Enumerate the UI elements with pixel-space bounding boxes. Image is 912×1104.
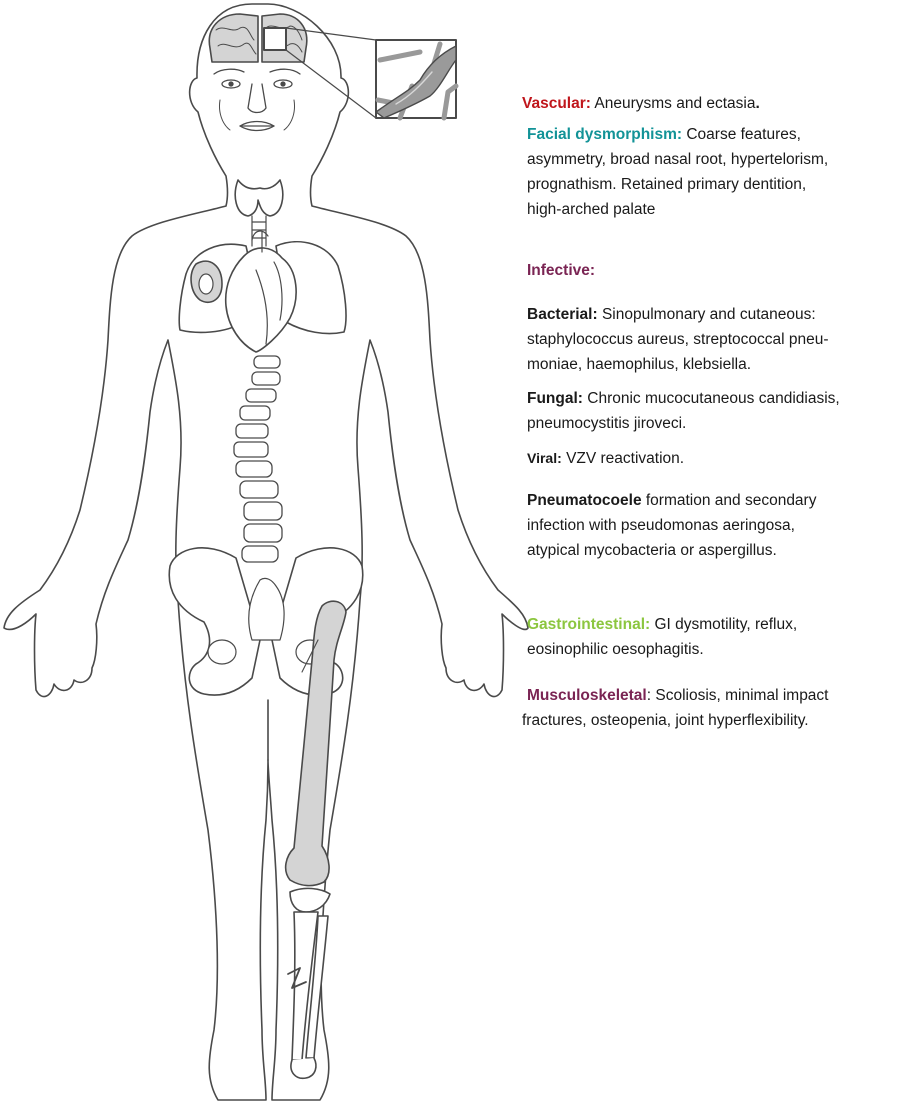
pneumatocoele-line-1: formation and secondary <box>642 492 817 509</box>
pneumatocoele-line-3: atypical mycobacteria or aspergillus. <box>527 538 816 563</box>
facial-line-3: prognathism. Retained primary dentition, <box>527 172 828 197</box>
aneurysm-inset <box>376 40 456 118</box>
facial-heading: Facial dysmorphism: <box>527 126 682 143</box>
infective-section: Infective: <box>527 258 595 283</box>
bacterial-label: Bacterial: <box>527 306 598 323</box>
vascular-text: Aneurysms and ectasia <box>591 95 756 112</box>
facial-line-2: asymmetry, broad nasal root, hypertelori… <box>527 147 828 172</box>
gastrointestinal-section: Gastrointestinal: GI dysmotility, reflux… <box>527 612 797 662</box>
pneumatocoele-line-2: infection with pseudomonas aeringosa, <box>527 513 816 538</box>
gastrointestinal-heading: Gastrointestinal <box>527 616 645 633</box>
bacterial-line-3: moniae, haemophilus, klebsiella. <box>527 352 829 377</box>
pneumatocoele-label: Pneumatocoele <box>527 492 642 509</box>
bacterial-line-1: Sinopulmonary and cutaneous: <box>598 306 816 323</box>
gastrointestinal-line-1: GI dysmotility, reflux, <box>650 616 797 633</box>
facial-line-1: Coarse features, <box>682 126 801 143</box>
facial-section: Facial dysmorphism: Coarse features, asy… <box>527 122 828 222</box>
vascular-heading: Vascular: <box>522 95 591 112</box>
musculoskeletal-heading: Musculoskeletal <box>527 687 647 704</box>
body-figure-illustration <box>0 0 530 1104</box>
facial-line-4: high-arched palate <box>527 197 828 222</box>
infective-heading: Infective: <box>527 258 595 283</box>
brain-inset-marker <box>264 28 286 50</box>
vascular-period: . <box>756 95 760 112</box>
musculoskeletal-section: Musculoskeletal: Scoliosis, minimal impa… <box>522 683 829 733</box>
vascular-section: Vascular: Aneurysms and ectasia. <box>522 91 760 116</box>
viral-label: Viral: <box>527 450 562 466</box>
gastrointestinal-line-2: eosinophilic oesophagitis. <box>527 637 797 662</box>
gastrointestinal-colon: : <box>645 616 650 633</box>
viral-section: Viral: VZV reactivation. <box>527 446 684 471</box>
bacterial-section: Bacterial: Sinopulmonary and cutaneous: … <box>527 302 829 377</box>
pneumatocoele-section: Pneumatocoele formation and secondary in… <box>527 488 816 563</box>
fungal-line-1: Chronic mucocutaneous candidiasis, <box>583 390 840 407</box>
bacterial-line-2: staphylococcus aureus, streptococcal pne… <box>527 327 829 352</box>
viral-line-1: VZV reactivation. <box>562 450 684 467</box>
fungal-label: Fungal: <box>527 390 583 407</box>
musculoskeletal-line-2: fractures, osteopenia, joint hyperflexib… <box>522 708 829 733</box>
fungal-section: Fungal: Chronic mucocutaneous candidiasi… <box>527 386 840 436</box>
musculoskeletal-line-1: : Scoliosis, minimal impact <box>647 687 829 704</box>
fungal-line-2: pneumocystitis jiroveci. <box>527 411 840 436</box>
